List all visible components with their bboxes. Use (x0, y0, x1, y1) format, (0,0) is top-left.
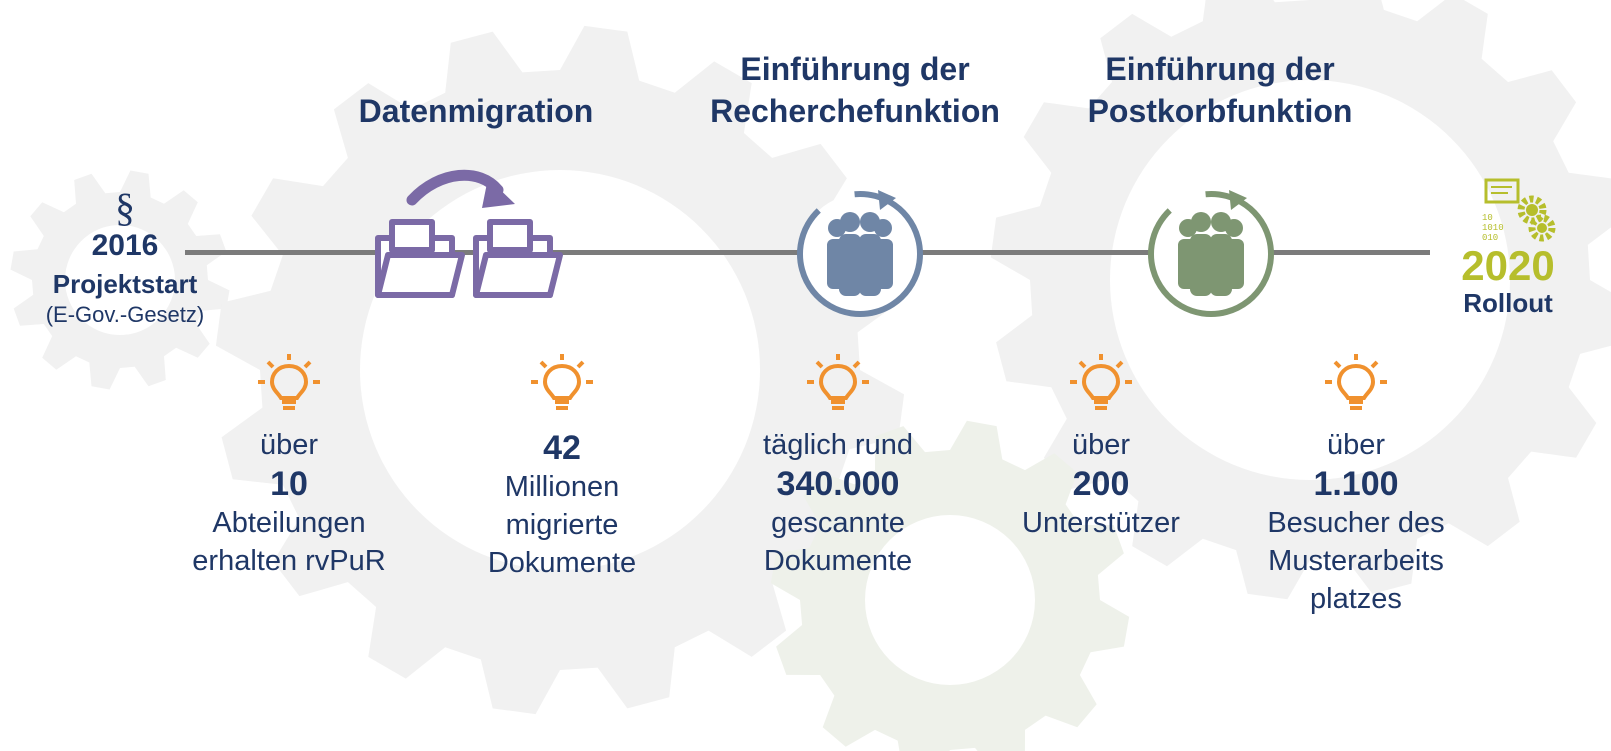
stat-description: migrierte (505, 509, 619, 541)
gear-hole (1110, 80, 1510, 480)
stat-description: Besucher des (1267, 507, 1445, 539)
stat-description: Abteilungen (212, 507, 366, 539)
svg-text:010: 010 (1482, 233, 1498, 243)
stat-number: 340.000 (776, 465, 900, 503)
stat-description: Dokumente (487, 547, 637, 579)
stat-number: 1.100 (1313, 465, 1399, 503)
svg-text:10: 10 (1482, 213, 1493, 223)
folder-transfer-icon (375, 169, 563, 298)
lightbulb-icon (531, 354, 593, 410)
milestone-title-postkorb: Einführung der Postkorbfunktion (1045, 48, 1395, 132)
stat-description: gescannte (771, 507, 905, 539)
svg-text:1010: 1010 (1482, 223, 1504, 233)
stat-description: Dokumente (763, 545, 913, 577)
milestone-title-datenmigration: Datenmigration (326, 90, 626, 132)
start-label: Projektstart (52, 269, 198, 299)
milestone-title-recherche: Einführung der Recherchefunktion (680, 48, 1030, 132)
milestone-title-line: Postkorbfunktion (1087, 93, 1353, 129)
stat-prefix: täglich rund (763, 429, 913, 461)
stat-prefix: über (1326, 429, 1386, 461)
stat-number: 200 (1072, 465, 1130, 503)
start-milestone: § 2016 Projektstart (E-Gov.-Gesetz) (20, 188, 230, 330)
stat-description: platzes (1310, 583, 1402, 615)
lightbulb-icon (1325, 354, 1387, 410)
lightbulb-icon (1070, 354, 1132, 410)
end-milestone: 2020 Rollout (1448, 242, 1568, 319)
people-cycle-icon (797, 190, 923, 317)
paragraph-icon: § (115, 185, 135, 230)
milestone-title-line: Einführung der (740, 51, 970, 87)
people-cycle-icon (1148, 190, 1274, 317)
gear-hole (65, 225, 175, 335)
stat-number: 42 (543, 429, 581, 467)
stat-description: erhalten rvPuR (192, 545, 386, 577)
milestone-title-line: Einführung der (1105, 51, 1335, 87)
gear-hole (865, 515, 1035, 685)
stat-prefix: über (259, 429, 319, 461)
lightbulb-icon (258, 354, 320, 410)
stat-description: Unterstützer (1022, 507, 1180, 539)
start-year: 2016 (91, 229, 159, 262)
end-label: Rollout (1463, 288, 1553, 318)
stat-number: 10 (270, 465, 308, 503)
milestone-title-line: Recherchefunktion (710, 93, 1000, 129)
stat-prefix: über (1071, 429, 1131, 461)
stat-description: Millionen (504, 471, 620, 503)
stat-description: Musterarbeits (1268, 545, 1444, 577)
end-year: 2020 (1461, 242, 1555, 289)
start-sublabel: (E-Gov.-Gesetz) (45, 302, 205, 327)
milestone-title-line: Datenmigration (358, 93, 594, 129)
binary-gears-icon: 10 1010 010 (1482, 178, 1556, 243)
lightbulb-icon (807, 354, 869, 410)
